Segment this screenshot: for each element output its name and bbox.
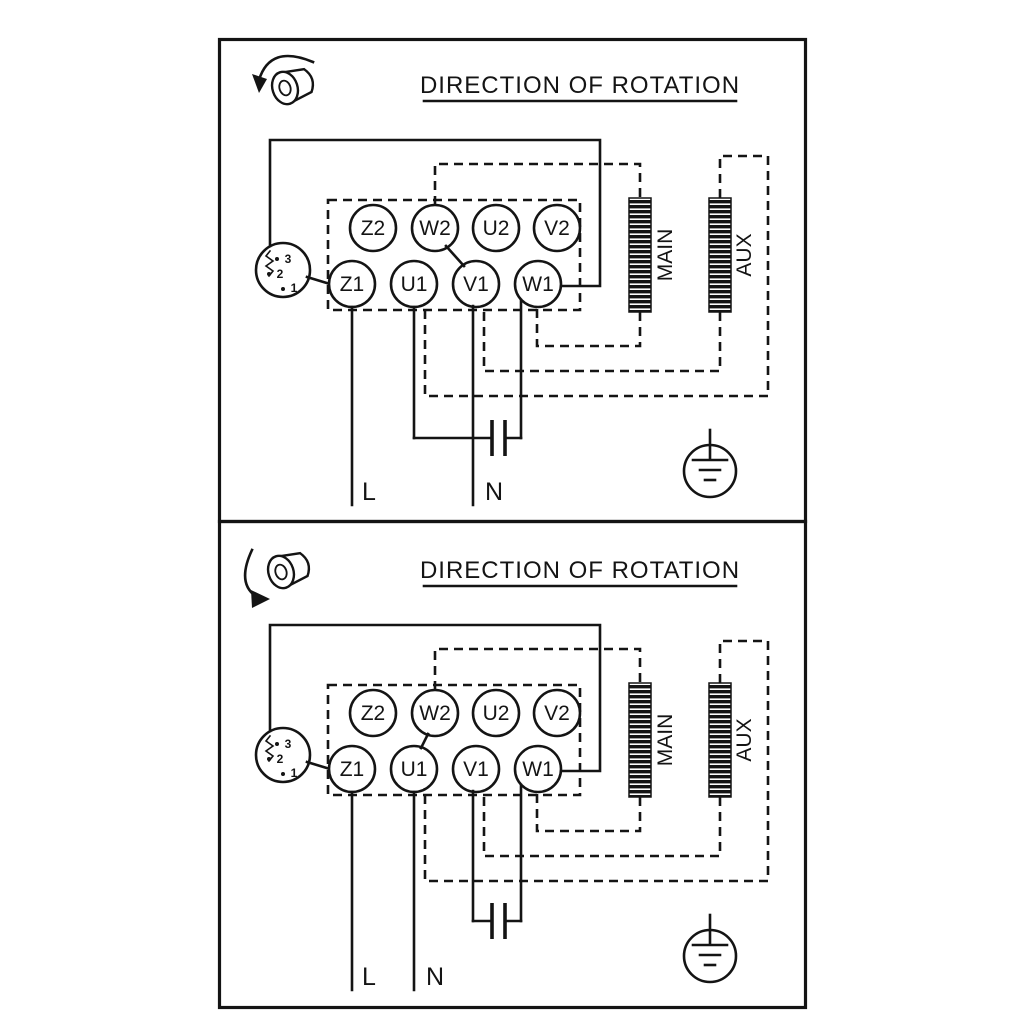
- selector-pos-2: 2: [277, 752, 284, 766]
- terminal-v1: [451, 744, 501, 794]
- terminal-box: [326, 198, 582, 312]
- selector-element: [264, 249, 275, 278]
- selector-pos-3: 3: [285, 737, 292, 751]
- terminal-v2-label: V2: [544, 217, 570, 240]
- wire-w2-to-main-top: [433, 647, 642, 690]
- wire-w2-to-main-top: [433, 162, 642, 205]
- wire-jumper-w2-u1: [419, 732, 430, 750]
- terminal-z2-label: Z2: [361, 217, 386, 240]
- aux-winding: [708, 197, 732, 313]
- selector-pos-1: 1: [291, 766, 298, 780]
- capacitor: [412, 298, 523, 456]
- wire-selector-to-z1: [305, 760, 332, 771]
- selector-pos-1: 1: [291, 281, 298, 295]
- panel-direction-1: DIRECTION OF ROTATION 3 2 1 Z2 W2 U2 V2 …: [217, 37, 808, 524]
- selector-body: [254, 241, 312, 299]
- terminal-v1-label: V1: [463, 758, 489, 781]
- selector-contact-dot: [267, 757, 271, 761]
- terminal-w1: [513, 259, 563, 309]
- terminal-u1-label: U1: [401, 758, 428, 781]
- rotation-direction-icon: [252, 54, 315, 106]
- main-winding: [628, 682, 652, 798]
- wire-aux-top-to-u1: [423, 639, 770, 883]
- selector-contact-dot: [281, 287, 285, 291]
- terminal-w1-label: W1: [522, 758, 554, 781]
- wire-aux-bottom-to-v1: [482, 305, 722, 373]
- terminal-w2-label: W2: [419, 702, 451, 725]
- selector-contact-dot: [275, 742, 279, 746]
- selector-contact-dot: [275, 257, 279, 261]
- terminal-w1: [513, 744, 563, 794]
- wire-selector-to-z1: [305, 275, 332, 286]
- terminal-w2-label: W2: [419, 217, 451, 240]
- panel-title: DIRECTION OF ROTATION: [420, 557, 740, 584]
- terminal-v2-label: V2: [544, 702, 570, 725]
- main-winding: [628, 197, 652, 313]
- wire-selector-to-w1: [268, 623, 602, 773]
- rotation-arrow-arc: [243, 548, 259, 599]
- panel-border: [217, 519, 808, 1010]
- wire-aux-bottom-to-v1: [482, 790, 722, 858]
- terminal-z1-label: Z1: [340, 273, 365, 296]
- wire-jumper-w2-v1: [444, 244, 466, 268]
- shaft-bore: [278, 79, 292, 97]
- wire-selector-to-w1: [268, 138, 602, 288]
- terminal-u2-label: U2: [483, 217, 510, 240]
- selector-body: [254, 726, 312, 784]
- terminal-z2-label: Z2: [361, 702, 386, 725]
- terminal-z2: [348, 688, 398, 738]
- terminal-w1-label: W1: [522, 273, 554, 296]
- aux-winding-label: AUX: [733, 233, 756, 276]
- ground-symbol: [682, 428, 738, 499]
- ground-symbol: [682, 913, 738, 984]
- terminal-v2: [532, 688, 582, 738]
- selector-element: [264, 734, 275, 763]
- rotation-arrow-arc: [257, 54, 315, 82]
- terminal-u2: [471, 203, 521, 253]
- line-l-label: L: [362, 963, 376, 991]
- panel-direction-2: DIRECTION OF ROTATION 3 2 1 Z2 W2 U2 V2 …: [217, 519, 808, 1010]
- selector-pos-2: 2: [277, 267, 284, 281]
- shaft-bore: [274, 563, 288, 581]
- neutral-n-label: N: [426, 963, 444, 991]
- selector-contact-dot: [267, 272, 271, 276]
- terminal-v1: [451, 259, 501, 309]
- terminal-u2: [471, 688, 521, 738]
- terminal-v1-label: V1: [463, 273, 489, 296]
- terminal-z2: [348, 203, 398, 253]
- panel-title: DIRECTION OF ROTATION: [420, 72, 740, 99]
- selector-switch: 3 2 1: [254, 726, 312, 784]
- rotation-arrow-head: [252, 74, 267, 93]
- main-winding-label: MAIN: [654, 714, 677, 767]
- terminal-box: [326, 683, 582, 797]
- selector-contact-dot: [281, 772, 285, 776]
- wire-main-bottom-to-w1: [535, 791, 642, 833]
- terminal-u2-label: U2: [483, 702, 510, 725]
- capacitor: [471, 783, 523, 939]
- wire-main-bottom-to-w1: [535, 306, 642, 348]
- terminal-z1-label: Z1: [340, 758, 365, 781]
- selector-switch: 3 2 1: [254, 241, 312, 299]
- main-winding-label: MAIN: [654, 229, 677, 282]
- aux-winding-label: AUX: [733, 718, 756, 761]
- terminal-v2: [532, 203, 582, 253]
- aux-winding: [708, 682, 732, 798]
- terminal-u1-label: U1: [401, 273, 428, 296]
- neutral-n-label: N: [485, 478, 503, 506]
- rotation-arrow-head: [251, 590, 270, 608]
- wire-aux-top-to-u1: [423, 154, 770, 398]
- selector-pos-3: 3: [285, 252, 292, 266]
- rotation-direction-icon: [243, 548, 311, 608]
- line-l-label: L: [362, 478, 376, 506]
